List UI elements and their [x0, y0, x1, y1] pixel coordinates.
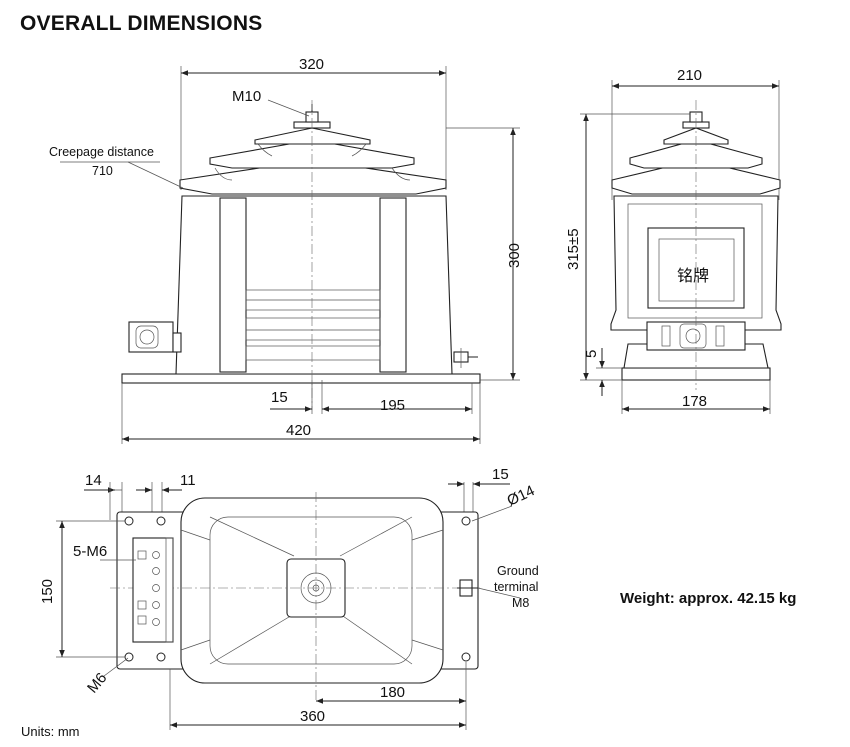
- nameplate-label: 铭牌: [677, 267, 709, 285]
- label-creepage-distance: Creepage distance: [49, 145, 154, 159]
- dim-300: 300: [506, 243, 523, 268]
- dim-15-front: 15: [271, 389, 288, 406]
- creepage-value: 710: [92, 164, 113, 178]
- units-text: Units: mm: [21, 724, 80, 739]
- dim-5-side: 5: [583, 350, 600, 358]
- dim-210: 210: [677, 67, 702, 84]
- side-view: [580, 80, 782, 414]
- front-view: [60, 66, 520, 444]
- weight-text: Weight: approx. 42.15 kg: [620, 590, 797, 607]
- label-m8: M8: [512, 596, 529, 610]
- front-view-labels: 320 M10 Creepage distance 710 300 15 195…: [49, 56, 523, 439]
- dim-15-top: 15: [492, 466, 509, 483]
- dim-420: 420: [286, 422, 311, 439]
- dim-150: 150: [39, 579, 56, 604]
- page-title: OVERALL DIMENSIONS: [20, 12, 263, 35]
- dim-360: 360: [300, 708, 325, 725]
- dim-320: 320: [299, 56, 324, 73]
- dim-180: 180: [380, 684, 405, 701]
- dim-195: 195: [380, 397, 405, 414]
- label-m10: M10: [232, 88, 261, 105]
- side-view-labels: 210 315±5 5 178 铭牌: [565, 67, 709, 410]
- top-view: [56, 481, 521, 730]
- dim-11: 11: [180, 472, 196, 489]
- dim-178: 178: [682, 393, 707, 410]
- label-5-m6: 5-M6: [73, 543, 107, 560]
- label-hole-diameter: Ø14: [505, 482, 538, 509]
- dim-14: 14: [85, 472, 102, 489]
- label-ground: Ground: [497, 564, 539, 578]
- label-terminal: terminal: [494, 580, 538, 594]
- dim-315: 315±5: [565, 228, 582, 270]
